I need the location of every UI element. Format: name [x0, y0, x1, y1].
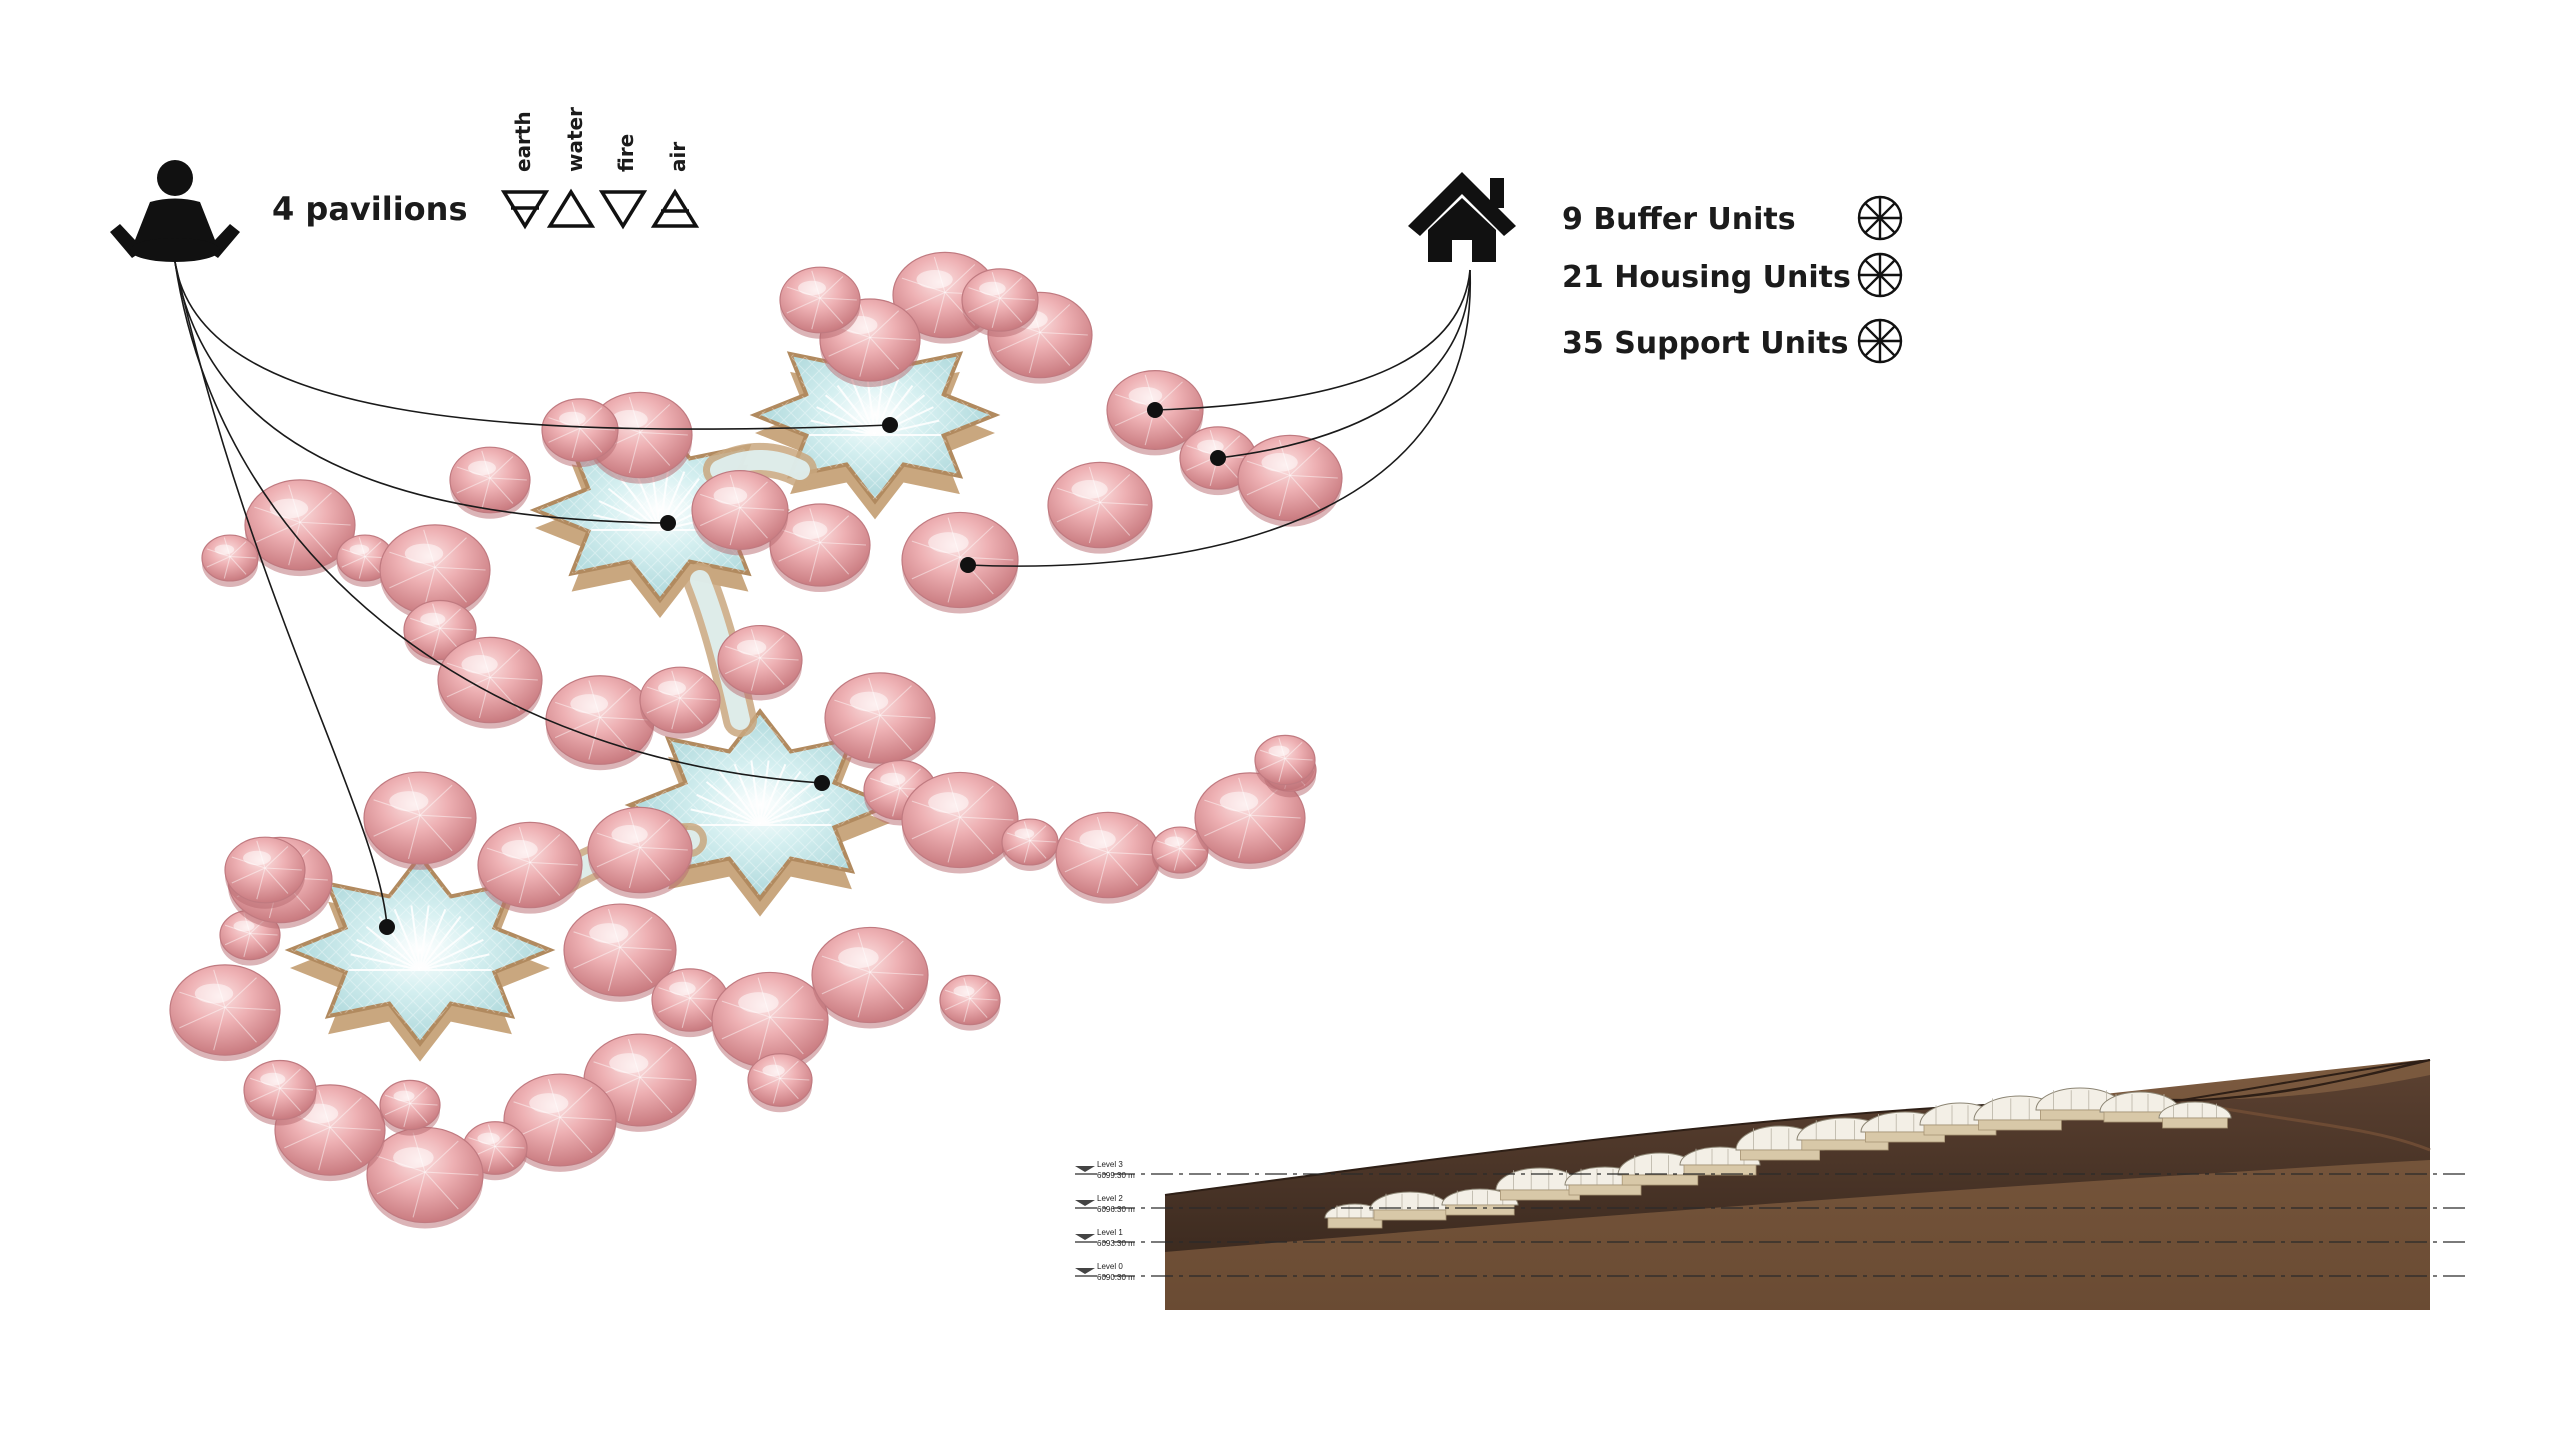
level-2-elevation: 6096.30 m: [1097, 1205, 1135, 1214]
level-1-label: Level 1: [1097, 1228, 1123, 1237]
unit-bubble: [1237, 434, 1343, 527]
leader-lines: [174, 261, 1471, 928]
unit-wheel-icons: [1857, 195, 1903, 364]
unit-bubble: [711, 971, 829, 1074]
element-label-air: air: [666, 141, 690, 172]
pavilion-4: [284, 853, 556, 1062]
element-label-earth: earth: [511, 111, 535, 172]
unit-bubble: [651, 968, 729, 1038]
unit-bubble: [901, 771, 1019, 874]
wheel-icon: [1857, 318, 1903, 364]
unit-bubble: [541, 398, 619, 468]
unit-bubble: [779, 266, 861, 339]
pavilions-label: 4 pavilions: [272, 190, 468, 228]
unit-bubble: [1194, 772, 1306, 870]
unit-bubble: [363, 771, 477, 870]
unit-bubble: [1001, 818, 1059, 871]
level-0-elevation: 6090.30 m: [1097, 1273, 1135, 1282]
level-3-elevation: 6099.30 m: [1097, 1171, 1135, 1180]
level-1-elevation: 6093.30 m: [1097, 1239, 1135, 1248]
unit-bubble: [1254, 734, 1316, 791]
unit-bubble: [1151, 826, 1209, 879]
house-icon: [1408, 172, 1516, 262]
level-lines: [1075, 1173, 2470, 1277]
air-icon: [650, 188, 700, 228]
unit-bubble: [477, 821, 583, 914]
unit-bubble: [717, 624, 803, 701]
unit-bubble: [824, 672, 936, 770]
level-markers: [1075, 1166, 1095, 1274]
water-icon: [546, 188, 596, 228]
unit-bubble: [244, 479, 356, 577]
section-unit: [2158, 1101, 2232, 1129]
unit-bubble: [901, 511, 1019, 614]
site-section: [1065, 1030, 2470, 1310]
unit-bubble: [224, 836, 306, 909]
unit-bubble: [769, 503, 871, 592]
wheel-icon: [1857, 252, 1903, 298]
level-0-label: Level 0: [1097, 1262, 1123, 1271]
leader-dots: [379, 402, 1226, 935]
unit-bubble: [403, 599, 477, 666]
unit-bubble: [691, 470, 789, 556]
unit-bubble: [639, 666, 721, 739]
unit-bubble: [1055, 811, 1161, 904]
unit-bubble: [587, 806, 693, 899]
unit-bubble: [243, 1059, 317, 1126]
wheel-icon: [1857, 195, 1903, 241]
unit-bubble: [379, 1079, 441, 1136]
housing-units-label: 21 Housing Units: [1562, 260, 1851, 295]
level-2-label: Level 2: [1097, 1194, 1123, 1203]
level-3-label: Level 3: [1097, 1160, 1123, 1169]
element-symbols: [500, 188, 700, 230]
buffer-units-label: 9 Buffer Units: [1562, 202, 1796, 237]
fire-icon: [598, 190, 648, 230]
unit-bubble: [961, 268, 1039, 338]
unit-bubble: [545, 675, 655, 771]
support-units-label: 35 Support Units: [1562, 326, 1849, 361]
unit-bubble: [201, 534, 259, 587]
unit-bubble: [503, 1073, 617, 1172]
unit-bubble: [939, 974, 1001, 1031]
unit-bubble: [1047, 461, 1153, 554]
unit-bubble: [811, 926, 929, 1029]
unit-bubble: [563, 903, 677, 1002]
unit-bubble: [449, 446, 531, 519]
unit-bubble: [366, 1126, 484, 1229]
section-unit: [1369, 1191, 1451, 1221]
meditation-icon: [110, 160, 240, 262]
element-label-fire: fire: [614, 133, 638, 172]
element-label-water: water: [563, 107, 587, 172]
unit-bubbles-group: [169, 251, 1343, 1229]
unit-bubble: [437, 636, 543, 729]
unit-bubble: [169, 964, 281, 1062]
unit-bubble: [747, 1053, 813, 1113]
